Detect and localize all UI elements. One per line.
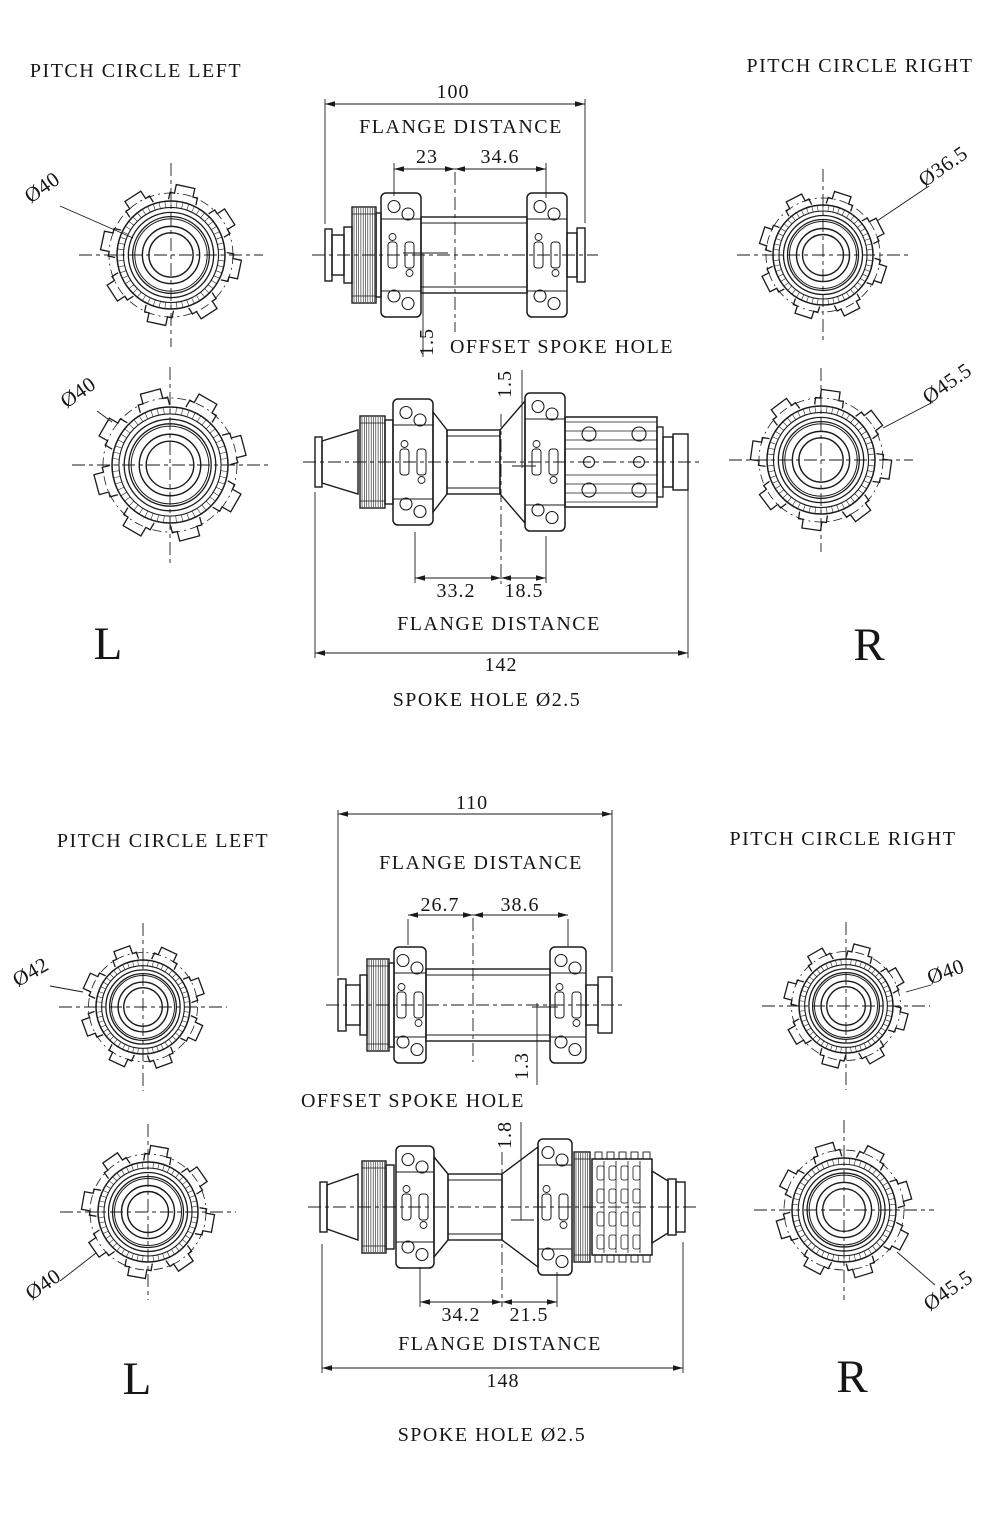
flange-right-rear: 18.5 — [505, 580, 544, 602]
left-view-label-2: L — [123, 1353, 152, 1405]
pitch-circle-left-title-2: PITCH CIRCLE LEFT — [57, 830, 269, 852]
flange-left-front-2: 26.7 — [421, 894, 460, 916]
overall-width-rear: 142 — [485, 654, 518, 676]
pitch-circle-right-title: PITCH CIRCLE RIGHT — [747, 55, 974, 77]
flange-distance-label-rear: FLANGE DISTANCE — [397, 613, 601, 635]
left-view-label: L — [94, 618, 123, 670]
flange-distance-label-front-2: FLANGE DISTANCE — [379, 852, 583, 874]
flange-right-rear-2: 21.5 — [510, 1304, 549, 1326]
flange-right-front-2: 38.6 — [501, 894, 540, 916]
flange-distance-label-front: FLANGE DISTANCE — [359, 116, 563, 138]
spoke-offset-rear: 1.5 — [494, 370, 516, 398]
pitch-circle-right-title-2: PITCH CIRCLE RIGHT — [730, 828, 957, 850]
overall-width-front-2: 110 — [456, 792, 488, 814]
spoke-offset-front: 1.5 — [416, 328, 438, 356]
diameter-label-right-front-2: Ø40 — [924, 954, 968, 989]
pitch-circle-left-title: PITCH CIRCLE LEFT — [30, 60, 242, 82]
overall-width-front: 100 — [437, 81, 470, 103]
diameter-label-left-front-2: Ø42 — [8, 952, 53, 992]
spoke-hole-label-2: SPOKE HOLE Ø2.5 — [398, 1424, 587, 1446]
offset-spoke-hole-label: OFFSET SPOKE HOLE — [450, 336, 674, 358]
flange-left-rear: 33.2 — [437, 580, 476, 602]
flange-left-rear-2: 34.2 — [442, 1304, 481, 1326]
diameter-label-left-rear-2: Ø40 — [21, 1264, 66, 1305]
offset-spoke-hole-label-2: OFFSET SPOKE HOLE — [301, 1090, 525, 1112]
diameter-label-right-rear: Ø45.5 — [918, 358, 976, 409]
flange-distance-label-rear-2: FLANGE DISTANCE — [398, 1333, 602, 1355]
flange-right-front: 34.6 — [481, 146, 520, 168]
flange-left-front: 23 — [416, 146, 438, 168]
spoke-offset-front-2: 1.3 — [511, 1052, 533, 1080]
right-view-label: R — [853, 619, 885, 671]
right-view-label-2: R — [836, 1351, 868, 1403]
line-art — [49, 99, 936, 1373]
spoke-offset-rear-2: 1.8 — [494, 1121, 516, 1149]
overall-width-rear-2: 148 — [487, 1370, 520, 1392]
diameter-label-right-rear-2: Ø45.5 — [919, 1265, 977, 1316]
diameter-label-left-rear: Ø40 — [56, 372, 101, 413]
diameter-label-right-front: Ø36.5 — [914, 141, 972, 192]
spoke-hole-label: SPOKE HOLE Ø2.5 — [393, 689, 582, 711]
diameter-label-left-front: Ø40 — [20, 167, 65, 208]
